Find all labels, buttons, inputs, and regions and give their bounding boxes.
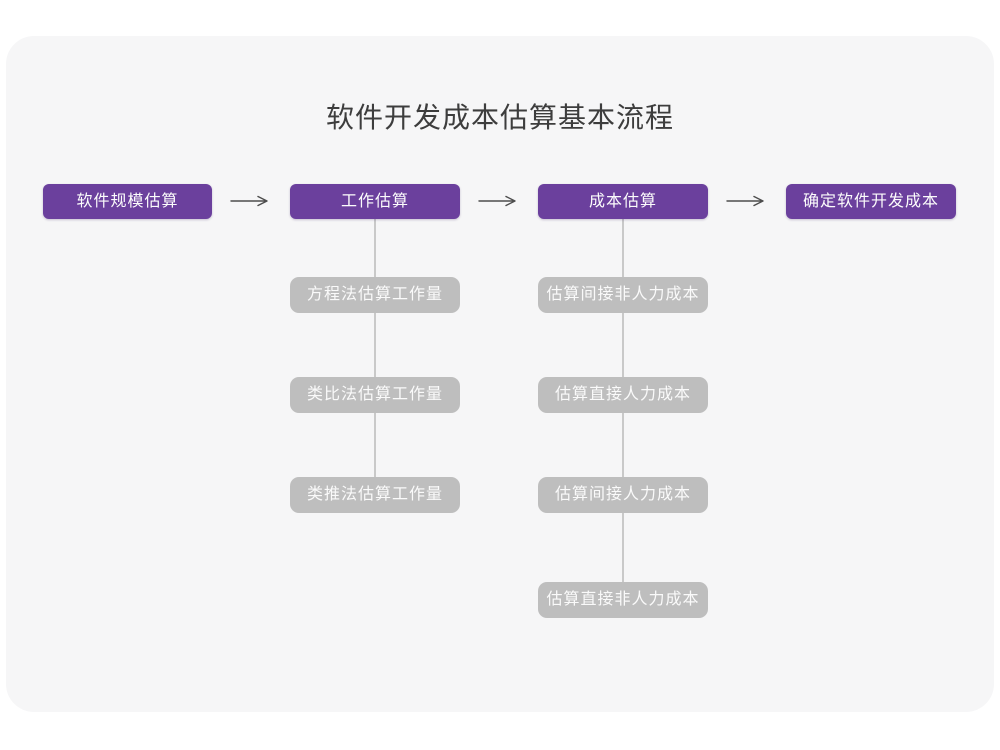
- flow-node-software-scale-estimation: 软件规模估算: [43, 184, 212, 219]
- subnode-indirect-nonlabor-cost: 估算间接非人力成本: [538, 277, 708, 313]
- arrow-right-icon: [726, 195, 764, 207]
- connector-line-work-column: [374, 219, 376, 495]
- subnode-extrapolation-method-workload: 类推法估算工作量: [290, 477, 460, 513]
- arrow-right-icon: [478, 195, 516, 207]
- diagram-card: [6, 36, 994, 712]
- subnode-indirect-labor-cost: 估算间接人力成本: [538, 477, 708, 513]
- subnode-analogy-method-workload: 类比法估算工作量: [290, 377, 460, 413]
- flow-node-determine-development-cost: 确定软件开发成本: [786, 184, 956, 219]
- flow-node-cost-estimation: 成本估算: [538, 184, 708, 219]
- subnode-equation-method-workload: 方程法估算工作量: [290, 277, 460, 313]
- diagram-title: 软件开发成本估算基本流程: [325, 102, 674, 133]
- subnode-direct-nonlabor-cost: 估算直接非人力成本: [538, 582, 708, 618]
- subnode-direct-labor-cost: 估算直接人力成本: [538, 377, 708, 413]
- flow-node-work-estimation: 工作估算: [290, 184, 460, 219]
- arrow-right-icon: [230, 195, 268, 207]
